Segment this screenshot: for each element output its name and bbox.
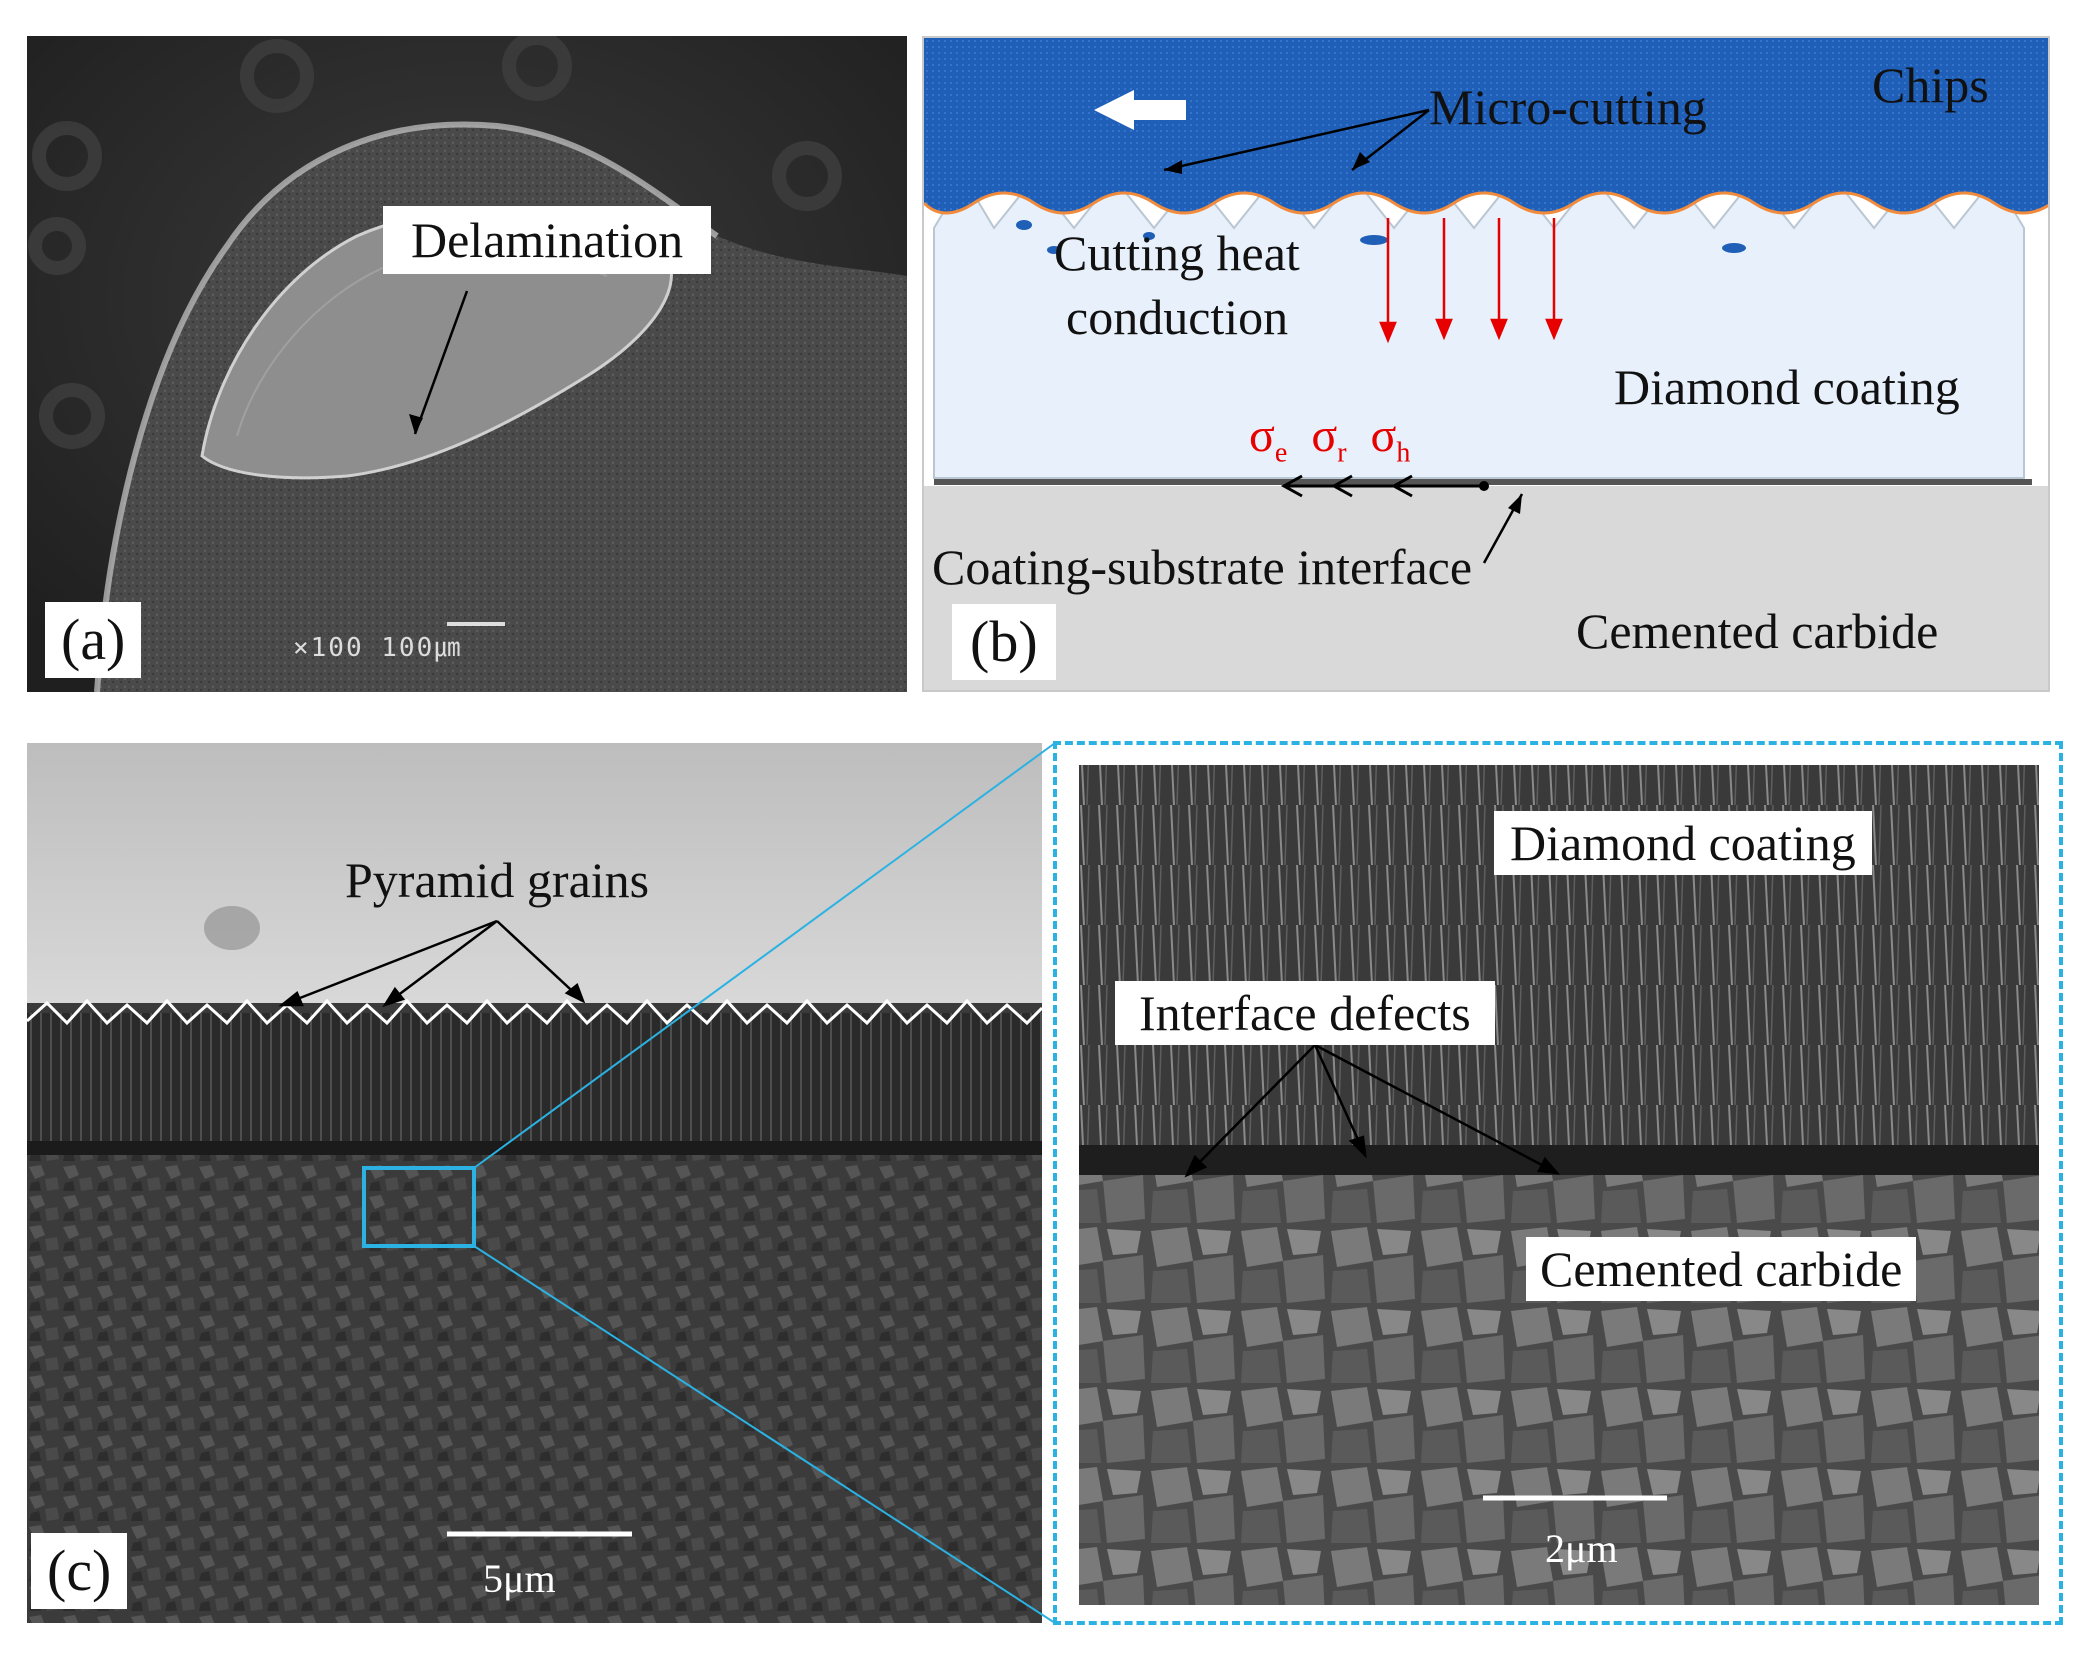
pyramid-grains-label: Pyramid grains bbox=[345, 852, 650, 908]
sigma-e-sub: e bbox=[1274, 437, 1288, 469]
cutting-heat-label-line1: Cutting heat bbox=[1054, 225, 1300, 281]
interface-defects-label: Interface defects bbox=[1115, 981, 1495, 1045]
panel-c-label: (c) bbox=[31, 1533, 128, 1609]
panel-c-zoom-graphic bbox=[1079, 765, 2039, 1605]
sigma-r: σ bbox=[1311, 409, 1338, 462]
panel-b-schematic: Chips Micro-cutting Cutting heat conduct… bbox=[922, 36, 2050, 692]
sigma-h: σ bbox=[1370, 409, 1397, 462]
panel-a-scale-text: ×100 100㎛ bbox=[293, 633, 463, 663]
zoom-carbide-label: Cemented carbide bbox=[1526, 1237, 1917, 1301]
panel-b-label: (b) bbox=[952, 604, 1056, 680]
panel-b-graphic bbox=[924, 38, 2048, 690]
micro-cutting-label: Micro-cutting bbox=[1429, 79, 1707, 135]
chips-label: Chips bbox=[1872, 57, 1989, 113]
panel-c-graphic bbox=[27, 743, 1042, 1623]
diamond-coating-label: Diamond coating bbox=[1614, 359, 1960, 415]
stress-labels: σe σr σh bbox=[1249, 408, 1410, 470]
sigma-r-sub: r bbox=[1337, 437, 1347, 469]
cutting-heat-label-line2: conduction bbox=[1066, 289, 1289, 345]
panel-c-zoom-inset: Diamond coating Interface defects Cement… bbox=[1053, 741, 2063, 1625]
zoom-diamond-coating-label: Diamond coating bbox=[1494, 811, 1872, 875]
sigma-h-sub: h bbox=[1396, 437, 1411, 469]
carbide-label: Cemented carbide bbox=[1576, 603, 1939, 659]
panel-c-sem-image: Pyramid grains (c) 5μm bbox=[27, 743, 1042, 1623]
panel-a-sem-image: Delamination (a) ×100 100㎛ bbox=[27, 36, 907, 692]
delamination-label: Delamination bbox=[383, 206, 712, 274]
interface-label: Coating-substrate interface bbox=[932, 539, 1473, 595]
panel-a-label: (a) bbox=[45, 602, 142, 678]
sigma-e: σ bbox=[1249, 409, 1275, 462]
panel-c-scale-text: 5μm bbox=[483, 1556, 556, 1601]
zoom-scale-text: 2μm bbox=[1545, 1526, 1618, 1571]
